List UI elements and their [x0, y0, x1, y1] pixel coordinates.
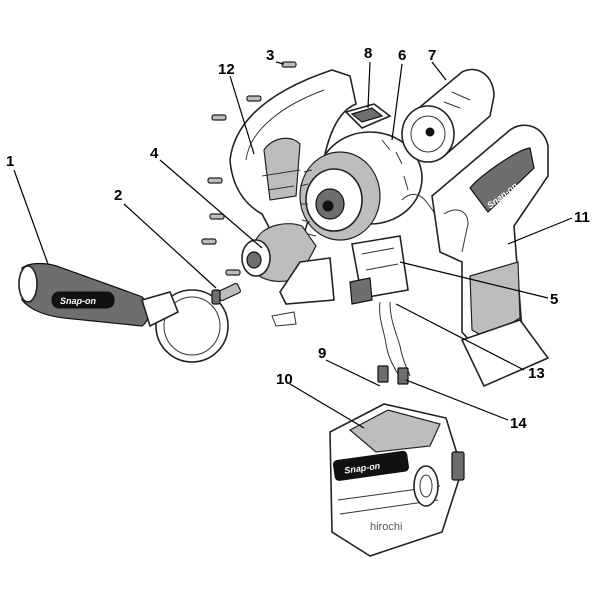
- callout-6: 6: [398, 47, 406, 64]
- watermark: hirochi: [370, 521, 402, 533]
- callout-9: 9: [318, 345, 326, 362]
- part-screws: [201, 61, 297, 276]
- part-clamp-bolt: [211, 282, 242, 305]
- callout-2: 2: [114, 187, 122, 204]
- callout-5: 5: [550, 291, 558, 308]
- part-gearbox: [299, 131, 423, 241]
- part-battery-terminals: [377, 365, 409, 385]
- part-motor: [401, 68, 495, 163]
- callout-8: 8: [364, 45, 372, 62]
- callout-labels: 1 2 3 4 5 6 7 8 9 10 11 12 13 14: [6, 45, 590, 432]
- part-trigger-switch: [349, 194, 441, 377]
- part-left-housing: [229, 69, 357, 253]
- callout-13: 13: [528, 365, 545, 382]
- leader-lines: [13, 61, 573, 429]
- callout-10: 10: [276, 371, 293, 388]
- part-clutch-nose: [241, 223, 335, 327]
- callout-11: 11: [574, 209, 590, 226]
- part-side-handle: Snap-on: [18, 262, 229, 363]
- callout-4: 4: [150, 145, 159, 162]
- callout-7: 7: [428, 47, 436, 64]
- callout-12: 12: [218, 61, 235, 78]
- callout-1: 1: [6, 153, 14, 170]
- part-battery-pack: Snap-on: [329, 403, 465, 557]
- callout-14: 14: [510, 415, 527, 432]
- part-right-housing: Snap-on: [431, 124, 550, 388]
- callout-3: 3: [266, 47, 274, 64]
- part-selector-switch: [344, 103, 392, 129]
- handle-logo: Snap-on: [60, 296, 96, 306]
